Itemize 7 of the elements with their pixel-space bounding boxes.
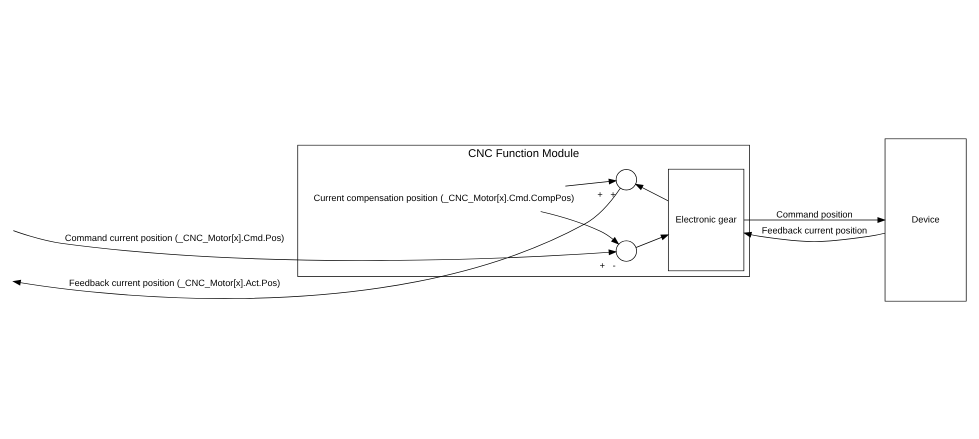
edge-label: Feedback current position (_CNC_Motor[x].Act.Pos)	[68, 277, 280, 288]
node-label: + -	[600, 260, 616, 270]
edge-label: Command current position (_CNC_Motor[x].Cmd.Pos)	[64, 232, 284, 242]
node-text: Current compensation position (_CNC_Motor[x].Cmd.CompPos)	[314, 192, 574, 203]
node-label: + +	[597, 188, 616, 199]
edge-label: Feedback current position	[762, 225, 868, 236]
edge-label: Command position	[776, 208, 853, 219]
